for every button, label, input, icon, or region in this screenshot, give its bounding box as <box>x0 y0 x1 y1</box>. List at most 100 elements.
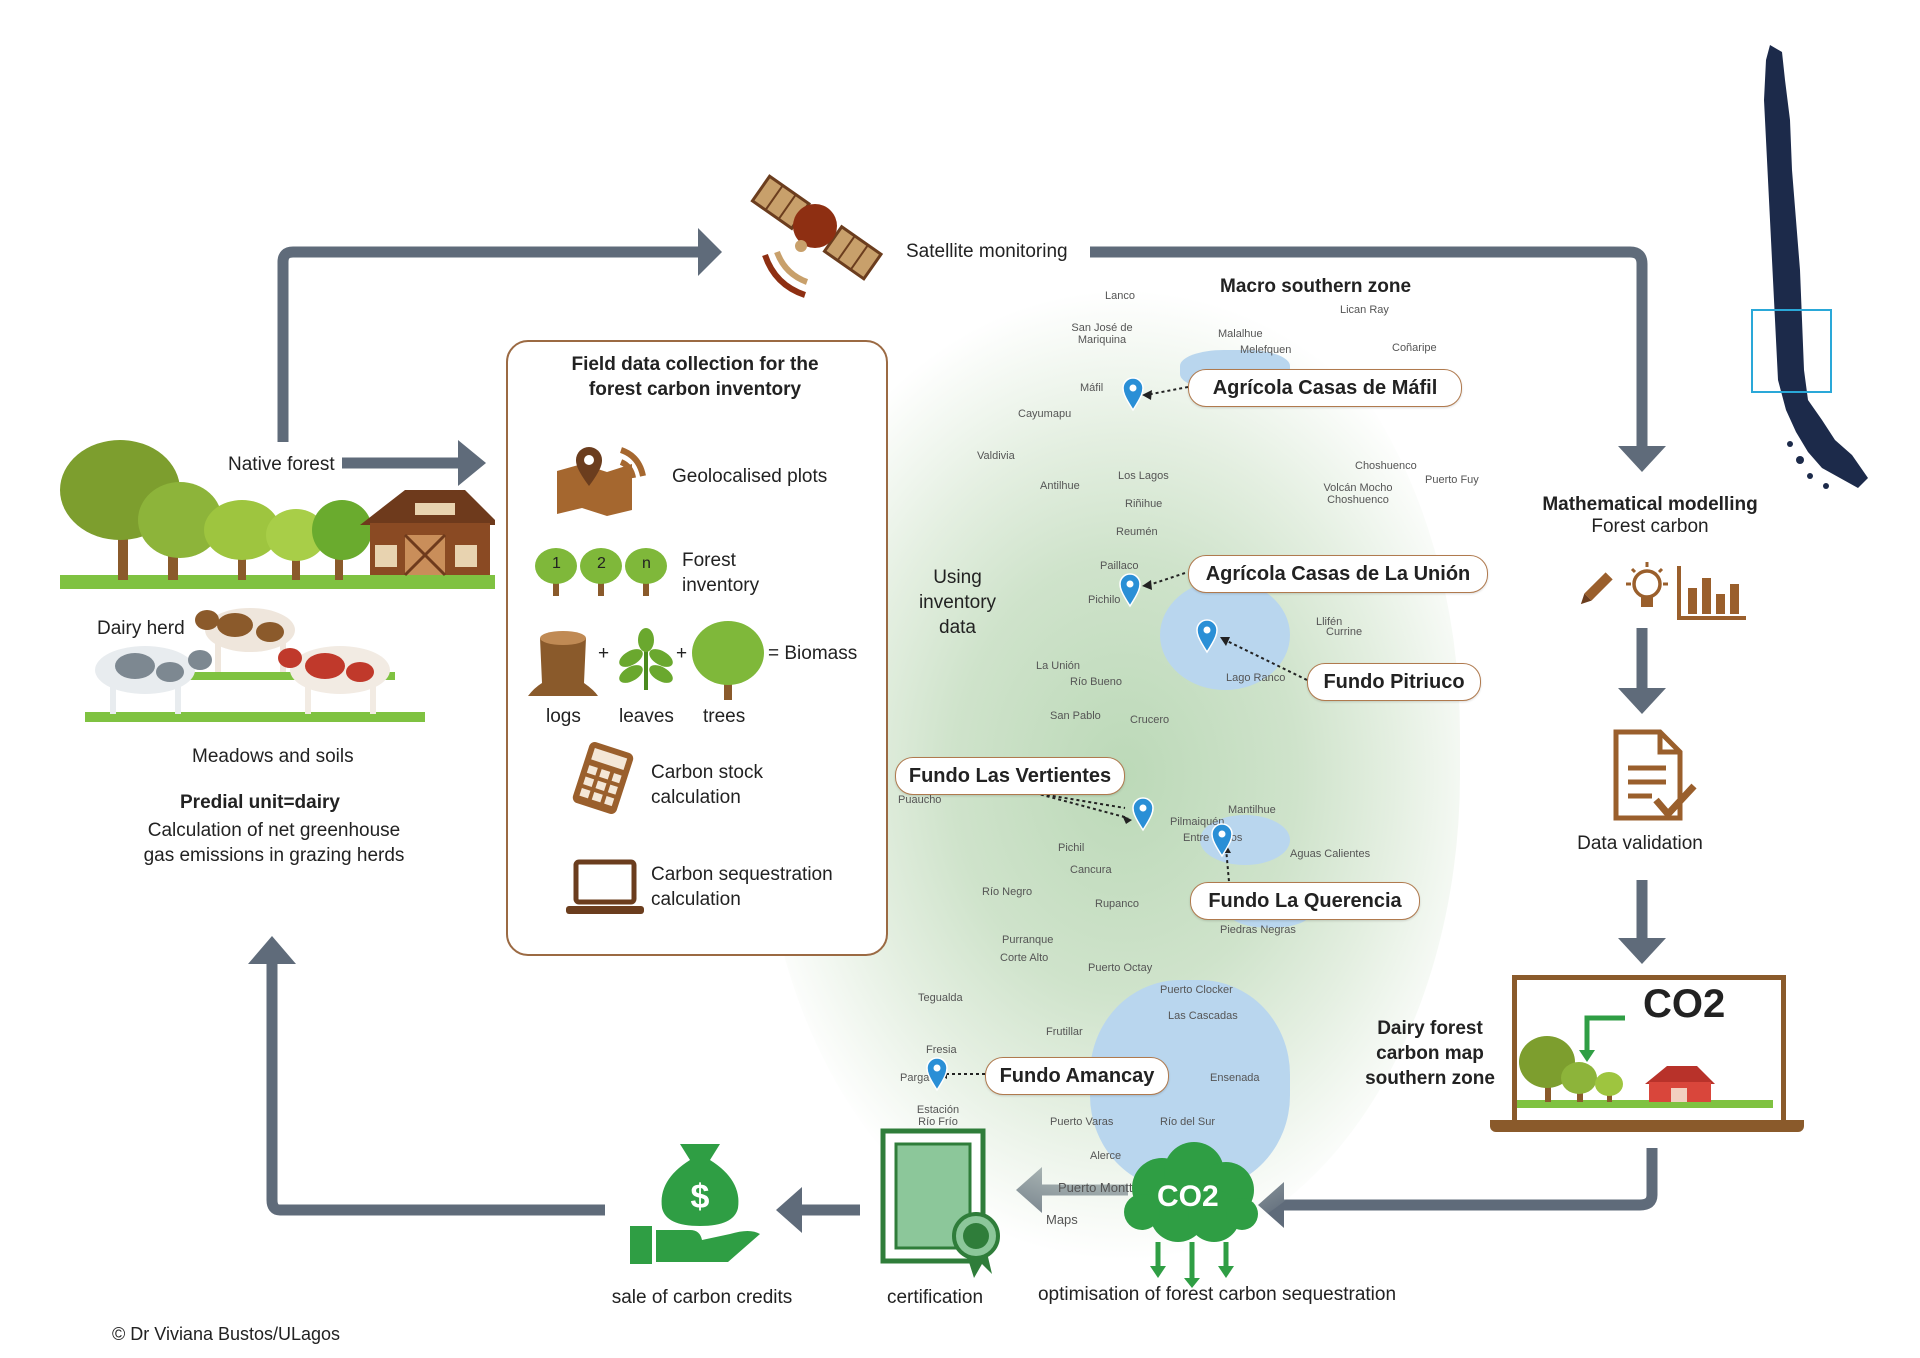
site-label-mafil: Agrícola Casas de Máfil <box>1188 369 1462 407</box>
map-place: Alerce <box>1090 1150 1122 1162</box>
carbon-seq-label: Carbon sequestration calculation <box>651 864 833 910</box>
leaves-icon <box>619 628 673 690</box>
map-place: Malalhue <box>1218 328 1263 340</box>
map-place: Crucero <box>1130 714 1170 726</box>
map-place: Corte Alto <box>1000 952 1049 964</box>
carbon-map-label: Dairy forest carbon map southern zone <box>1365 1018 1495 1089</box>
map-place: Reumén <box>1116 526 1158 538</box>
chile-map-icon <box>1764 45 1868 489</box>
dairy-cows-icon <box>85 608 425 722</box>
map-place: Cancura <box>1070 864 1112 876</box>
map-place: Pichil <box>1058 842 1085 854</box>
map-place: San José de Mariquina <box>1071 322 1133 346</box>
map-place: La Unión <box>1036 660 1081 672</box>
map-place: Riñihue <box>1125 498 1163 510</box>
map-place: Cayumapu <box>1018 408 1072 420</box>
macro-zone-title: Macro southern zone <box>1220 276 1412 297</box>
map-place: Río Negro <box>982 886 1033 898</box>
log-stump-icon <box>528 631 598 696</box>
map-place: Fresia <box>926 1044 957 1056</box>
satellite-icon <box>750 174 884 298</box>
predial-unit-label: Predial unit=dairy <box>180 792 340 813</box>
map-place: Río Bueno <box>1070 676 1122 688</box>
leaves-label: leaves <box>619 706 674 727</box>
laptop-screen-scene <box>1517 1015 1773 1108</box>
map-place: Choshuenco <box>1355 460 1417 472</box>
map-place: Frutillar <box>1046 1026 1083 1038</box>
native-forest-label: Native forest <box>228 454 335 475</box>
map-place: Paillaco <box>1100 560 1139 572</box>
carbon-stock-label: Carbon stock calculation <box>651 762 763 808</box>
tree-num-n: n <box>642 555 651 572</box>
map-place: Río del Sur <box>1160 1116 1216 1128</box>
site-label-la-querencia: Fundo La Querencia <box>1190 882 1420 920</box>
dairy-herd-label: Dairy herd <box>97 618 185 639</box>
tree-num-2: 2 <box>597 555 606 572</box>
certification-label: certification <box>886 1287 984 1308</box>
money-hand-icon: $ <box>630 1144 760 1264</box>
map-place: Puerto Varas <box>1050 1116 1114 1128</box>
map-place: Volcán Mocho Choshuenco <box>1323 482 1393 506</box>
logs-label: logs <box>546 706 581 727</box>
map-place: Puaucho <box>898 794 942 806</box>
site-label-la-union: Agrícola Casas de La Unión <box>1188 555 1488 593</box>
map-place: Melefquen <box>1240 344 1292 356</box>
site-label-amancay: Fundo Amancay <box>985 1057 1169 1095</box>
calculator-icon <box>572 742 634 814</box>
map-place: Tegualda <box>918 992 963 1004</box>
plus-2: + <box>676 643 688 664</box>
forest-inventory-icon <box>535 548 667 596</box>
map-place: Parga <box>900 1072 930 1084</box>
map-pin-icon <box>1196 619 1218 654</box>
map-place: San Pablo <box>1050 710 1101 722</box>
map-pin-icon <box>1122 377 1144 412</box>
map-place: Purranque <box>1002 934 1054 946</box>
biomass-label: = Biomass <box>768 643 858 664</box>
site-label-las-vertientes: Fundo Las Vertientes <box>895 757 1125 795</box>
tree-num-1: 1 <box>552 555 561 572</box>
co2-screen-label: CO2 <box>1643 982 1726 1026</box>
map-place: Aguas Calientes <box>1290 848 1371 860</box>
map-place: Puerto Clocker <box>1160 984 1233 996</box>
data-validation-label: Data validation <box>1577 833 1703 854</box>
tree-icon <box>692 621 764 700</box>
certificate-icon <box>880 1128 1000 1278</box>
panel-title: Field data collection for the forest car… <box>571 354 819 400</box>
optimisation-label: optimisation of forest carbon sequestrat… <box>1037 1284 1397 1305</box>
map-place: Valdivia <box>977 450 1015 462</box>
map-place: Puerto Fuy <box>1425 474 1479 486</box>
map-place: Maps <box>1046 1212 1078 1227</box>
zoom-region-box <box>1751 309 1832 393</box>
laptop-icon <box>566 859 644 914</box>
site-label-pitriuco: Fundo Pitriuco <box>1307 663 1481 701</box>
geolocalised-plots-icon <box>557 447 646 516</box>
satellite-label: Satellite monitoring <box>906 241 1068 262</box>
map-pin-icon <box>1211 823 1233 858</box>
forest-carbon-label: Forest carbon <box>1591 516 1709 537</box>
plus-1: + <box>598 643 610 664</box>
map-place: Piedras Negras <box>1220 924 1296 936</box>
copyright-label: © Dr Viviana Bustos/ULagos <box>112 1324 341 1344</box>
math-modelling-label: Mathematical modelling <box>1542 494 1758 515</box>
native-forest-icon <box>60 440 495 589</box>
trees-label: trees <box>703 706 746 727</box>
map-place: Máfil <box>1080 382 1104 394</box>
map-place: Lago Ranco <box>1226 672 1286 684</box>
map-place: Rupanco <box>1095 898 1140 910</box>
map-pin-icon <box>1132 797 1154 832</box>
map-place: Currine <box>1326 626 1363 638</box>
map-place: Mantilhue <box>1228 804 1276 816</box>
map-place: Lican Ray <box>1340 304 1389 316</box>
document-check-icon <box>1613 729 1697 821</box>
pencil-icon <box>1580 572 1613 605</box>
bar-chart-icon <box>1677 566 1746 620</box>
map-place: Pichilo <box>1088 594 1121 606</box>
forest-inventory-label: Forest inventory <box>682 550 760 596</box>
lake-ranco <box>1160 580 1290 690</box>
map-place: Ensenada <box>1210 1072 1260 1084</box>
co2-cloud-icon <box>1124 1142 1258 1288</box>
map-place: Coñaripe <box>1392 342 1437 354</box>
map-place: Llifén <box>1316 616 1343 628</box>
lightbulb-icon <box>1626 562 1668 607</box>
map-place: Antilhue <box>1040 480 1080 492</box>
